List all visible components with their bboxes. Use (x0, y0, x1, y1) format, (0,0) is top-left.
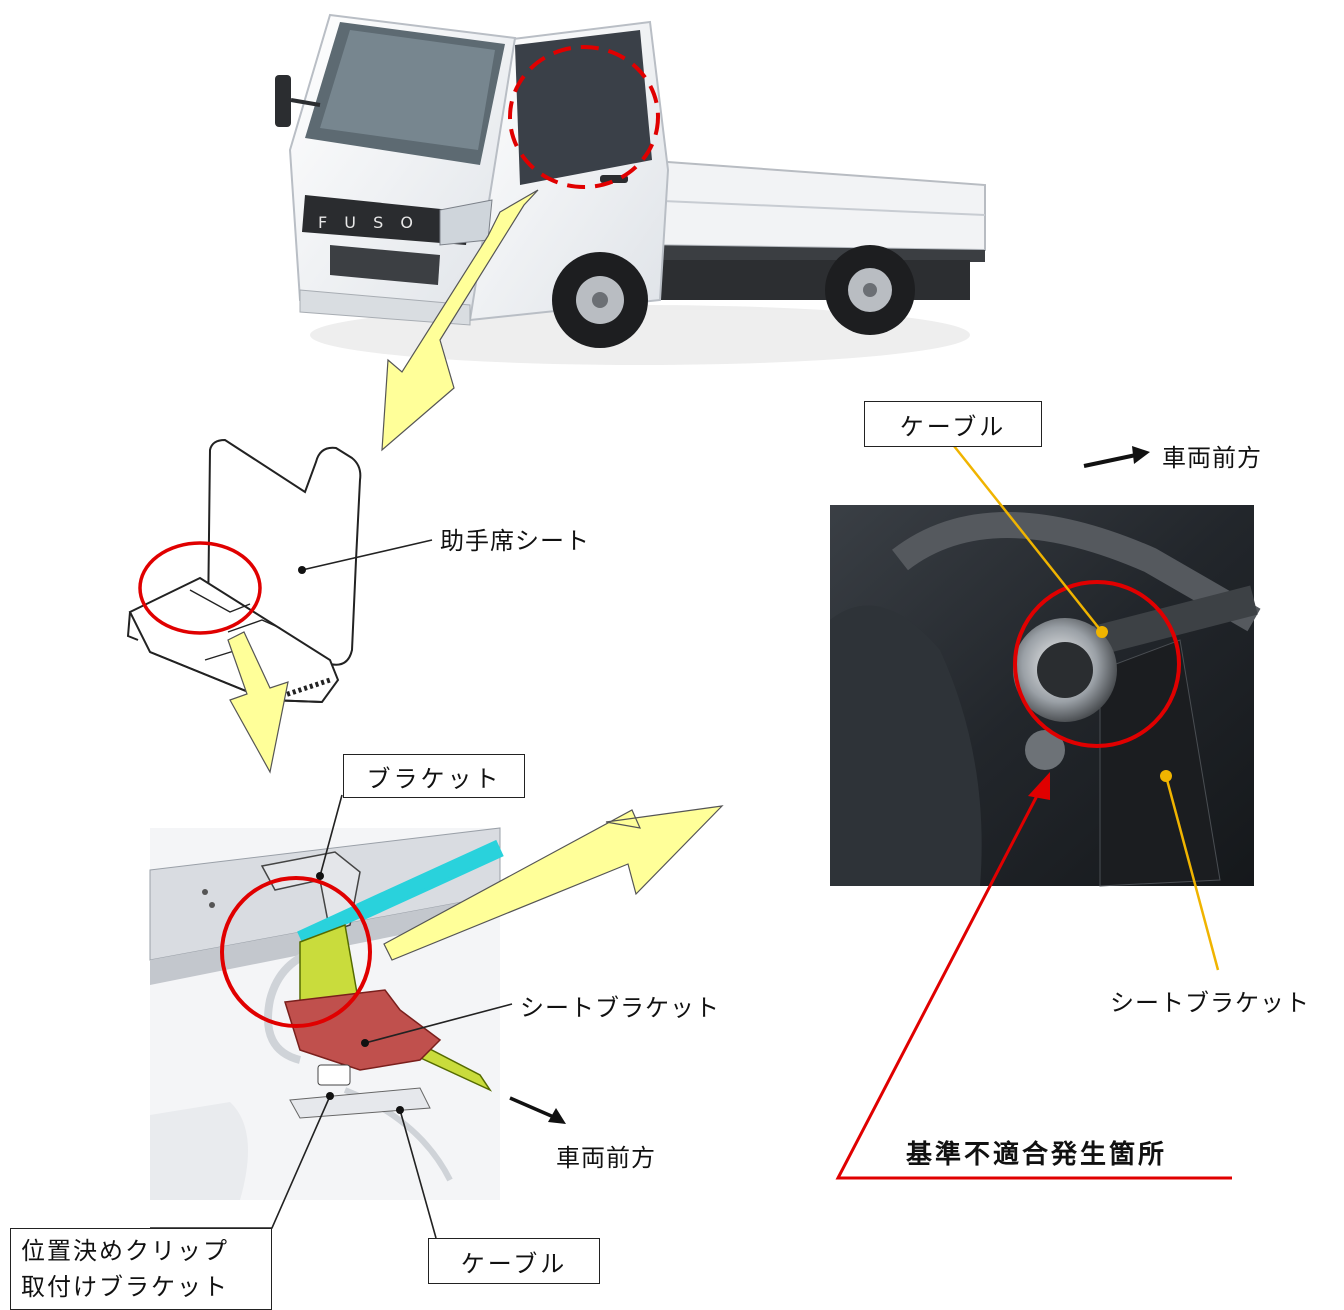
seat-location-highlight (508, 45, 660, 189)
vehicle-front-arrow-left (509, 1096, 566, 1124)
leader-cable-top (953, 445, 1103, 633)
leader-seat-bracket-left (364, 1003, 513, 1044)
label-cable-top: ケーブル (864, 401, 1042, 447)
label-cable-bottom: ケーブル (428, 1238, 600, 1284)
label-clip-bracket-line2: 取付けブラケット (21, 1273, 229, 1301)
truck-grille-text: F U S O (318, 213, 419, 232)
label-seat-bracket-right: シートブラケット (1110, 989, 1310, 1017)
leader-dot-seat-bracket-right (1160, 770, 1172, 782)
bracket-location-highlight (220, 876, 372, 1028)
nonconformity-highlight (1013, 580, 1181, 748)
leader-seat-bracket-right (1164, 775, 1220, 971)
leader-dot-passenger-seat (298, 566, 306, 574)
leader-dot-clip-bracket (326, 1092, 334, 1100)
label-seat-bracket-left: シートブラケット (520, 994, 720, 1022)
leader-dot-seat-bracket-left (361, 1039, 369, 1047)
leader-dot-cable-top (1096, 626, 1108, 638)
bracket-detail-illustration (149, 827, 504, 1200)
callout-arrow-truck-to-seat (381, 189, 539, 452)
label-clip-bracket: 位置決めクリップ 取付けブラケット (10, 1228, 272, 1310)
callout-arrow-seat-to-detail (227, 631, 289, 774)
callout-arrow-detail-to-photo (383, 805, 724, 961)
leader-cable-bottom (399, 1109, 437, 1239)
label-passenger-seat: 助手席シート (440, 527, 590, 555)
leader-dot-cable-bottom (396, 1106, 404, 1114)
label-bracket: ブラケット (343, 754, 525, 798)
leader-passenger-seat (301, 539, 433, 571)
inspection-photo (830, 505, 1261, 887)
label-nonconformity-location: 基準不適合発生箇所 (906, 1140, 1168, 1170)
label-vehicle-front-left: 車両前方 (556, 1144, 656, 1172)
truck-illustration: F U S O (275, 13, 986, 365)
label-clip-bracket-line1: 位置決めクリップ (21, 1237, 229, 1265)
label-vehicle-front-right: 車両前方 (1162, 444, 1262, 472)
leader-bracket (319, 794, 343, 877)
nonconformity-pointer (835, 772, 1232, 1180)
leader-dot-bracket (316, 872, 324, 880)
vehicle-front-arrow-right (1083, 446, 1150, 468)
seat-hinge-highlight (138, 541, 262, 635)
